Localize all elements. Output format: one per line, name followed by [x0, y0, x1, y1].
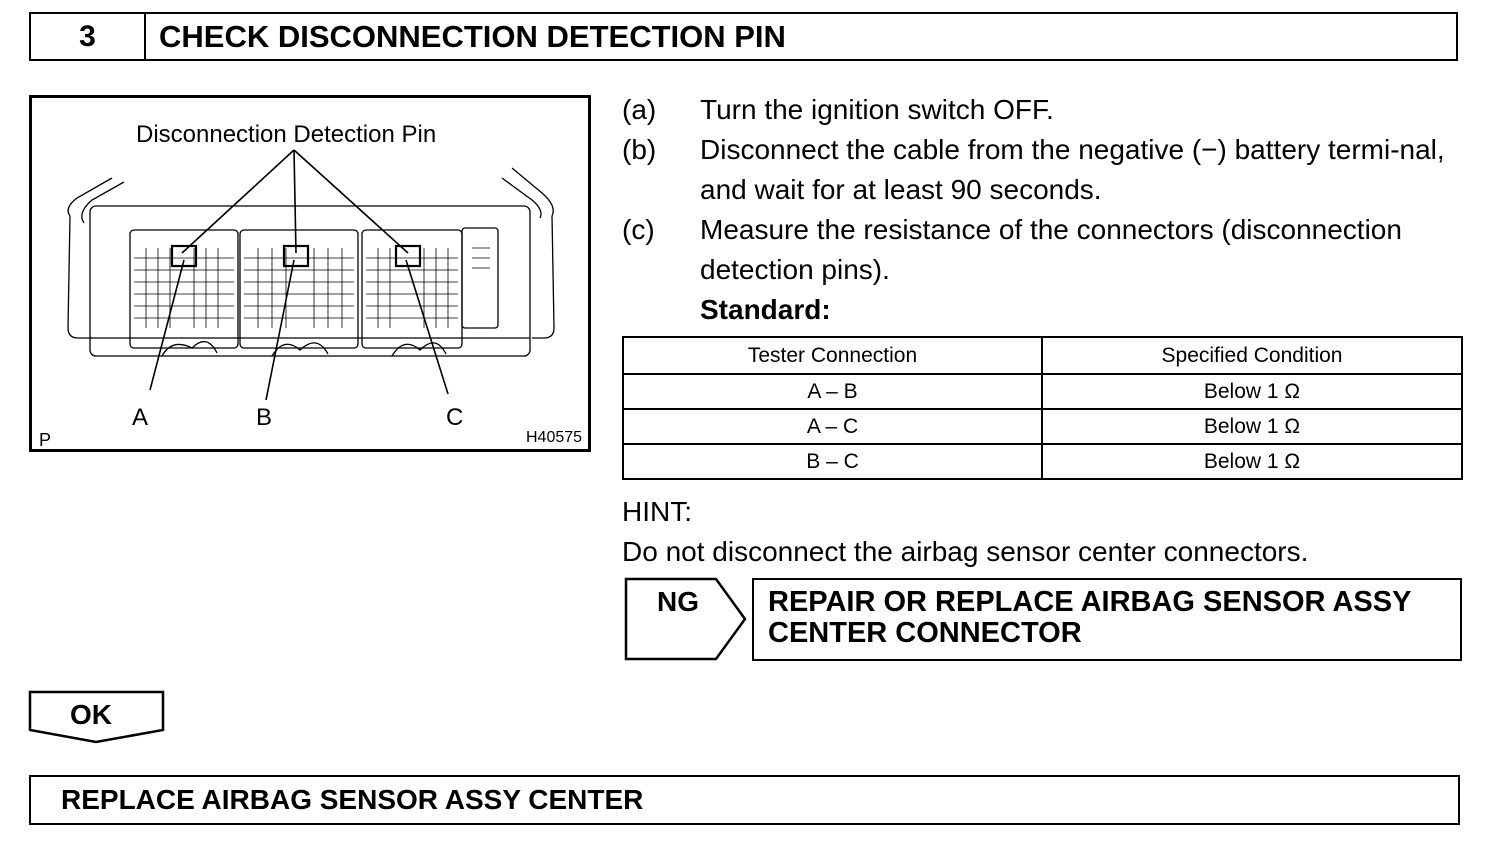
ok-label: OK	[70, 699, 112, 730]
table-cell: A – B	[622, 373, 1043, 410]
ng-arrow-icon	[624, 577, 747, 661]
step-number: 3	[31, 14, 146, 59]
figure-label-b: B	[256, 404, 273, 431]
table-header-row: Tester Connection Specified Condition	[622, 336, 1463, 375]
final-action-box: REPLACE AIRBAG SENSOR ASSY CENTER	[29, 775, 1460, 825]
hint-text: Do not disconnect the airbag sensor cent…	[622, 536, 1309, 567]
figure-label-a: A	[132, 404, 149, 431]
spec-table: Tester Connection Specified Condition A …	[622, 336, 1463, 480]
table-cell: B – C	[622, 443, 1043, 480]
ng-action-box: REPAIR OR REPLACE AIRBAG SENSOR ASSY CEN…	[752, 578, 1462, 661]
table-cell: A – C	[622, 408, 1043, 445]
table-cell: Below 1 Ω	[1041, 373, 1463, 410]
procedure-text: Disconnect the cable from the negative (…	[700, 134, 1445, 205]
table-header: Tester Connection	[622, 336, 1043, 375]
figure-corner-mark: P	[39, 430, 52, 450]
step-title: CHECK DISCONNECTION DETECTION PIN	[159, 18, 786, 54]
figure-callout: Disconnection Detection Pin	[136, 121, 437, 148]
standard-label: Standard:	[700, 294, 831, 325]
hint-block: HINT: Do not disconnect the airbag senso…	[622, 492, 1308, 572]
ng-action-line: CENTER CONNECTOR	[768, 617, 1082, 649]
procedure-text: Turn the ignition switch OFF.	[700, 94, 1054, 125]
ng-label: NG	[657, 586, 699, 617]
procedure-item: (b) Disconnect the cable from the negati…	[622, 130, 1464, 210]
connector-illustration	[67, 149, 555, 401]
table-header: Specified Condition	[1041, 336, 1463, 375]
procedure-mark: (c)	[622, 214, 655, 245]
table-row: A – C Below 1 Ω	[622, 408, 1463, 445]
table-row: A – B Below 1 Ω	[622, 373, 1463, 410]
procedure-item: (a) Turn the ignition switch OFF.	[622, 90, 1464, 130]
procedure-item: (c) Measure the resistance of the connec…	[622, 210, 1464, 290]
table-cell: Below 1 Ω	[1041, 408, 1463, 445]
figure-label-c: C	[446, 404, 464, 431]
procedure-mark: (a)	[622, 94, 657, 125]
step-header: 3 CHECK DISCONNECTION DETECTION PIN	[29, 12, 1458, 61]
table-row: B – C Below 1 Ω	[622, 443, 1463, 480]
ng-action-line: REPAIR OR REPLACE AIRBAG SENSOR ASSY	[768, 586, 1412, 618]
ok-arrow-icon	[28, 690, 165, 744]
hint-label: HINT:	[622, 496, 692, 527]
procedure-mark: (b)	[622, 134, 657, 165]
procedure-text: Measure the resistance of the connectors…	[700, 214, 1402, 285]
figure-code: H40575	[526, 429, 583, 446]
procedure-steps: (a) Turn the ignition switch OFF. (b) Di…	[622, 90, 1464, 330]
connector-figure: Disconnection Detection Pin A B C P H405…	[29, 95, 591, 452]
table-cell: Below 1 Ω	[1041, 443, 1463, 480]
